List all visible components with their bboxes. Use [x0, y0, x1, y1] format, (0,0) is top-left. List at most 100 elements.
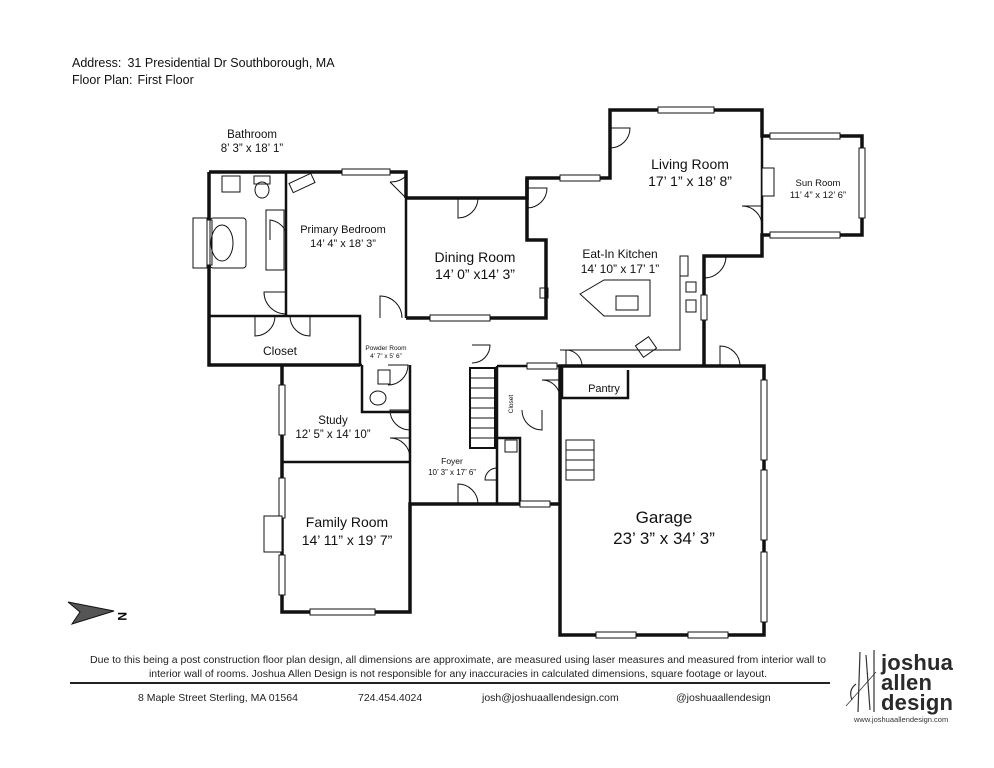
door-swing — [269, 219, 287, 240]
appliance — [504, 439, 518, 453]
powder-room-dims: 4’ 7” x 5’ 6” — [370, 353, 402, 360]
pantry-name: Pantry — [588, 383, 620, 395]
window — [278, 554, 286, 596]
kitchen-counter-line — [560, 256, 681, 351]
address-label: Address: — [72, 56, 122, 70]
closet-name: Closet — [263, 344, 298, 358]
family-room-dims: 14’ 11” x 19’ 7” — [302, 532, 393, 548]
garage-step-treads — [566, 449, 594, 471]
floor-plan-label: Floor Plan: — [72, 73, 133, 87]
logo-url: www.joshuaallendesign.com — [854, 715, 949, 724]
bathroom-dims: 8’ 3” x 18’ 1” — [221, 143, 284, 155]
window — [341, 168, 391, 176]
study-name: Study — [318, 415, 348, 427]
fireplace — [263, 515, 283, 553]
door-swing — [471, 344, 491, 364]
doors — [254, 127, 763, 505]
pantry-wall — [560, 366, 630, 400]
window — [858, 147, 866, 219]
door-swing — [484, 467, 498, 481]
logo-line-2: allen — [881, 670, 933, 695]
door-swing — [387, 364, 409, 386]
door-swing — [719, 345, 741, 367]
window — [595, 631, 637, 639]
window — [687, 631, 729, 639]
door-swing — [565, 349, 583, 367]
foyer-dims: 10’ 3” x 17’ 6” — [428, 468, 476, 477]
dining-room-dims: 14’ 0” x14’ 3” — [435, 266, 515, 282]
garage-wall — [558, 364, 766, 637]
toilet — [254, 181, 270, 199]
footer-phone: 724.454.4024 — [358, 692, 423, 704]
primary-bedroom-dims: 14’ 4” x 18’ 3” — [310, 238, 376, 250]
window — [760, 379, 768, 461]
powder-room-name: Powder Room — [365, 345, 406, 352]
bench — [288, 172, 316, 194]
windows — [192, 106, 866, 639]
vanity — [265, 209, 285, 271]
footer-divider — [70, 682, 830, 684]
door-swing — [741, 205, 763, 227]
door-swing — [263, 291, 287, 315]
door-swing — [254, 315, 276, 337]
window — [278, 384, 286, 436]
door-swing — [521, 409, 543, 431]
window — [309, 608, 376, 616]
window — [769, 231, 841, 239]
range — [634, 335, 658, 359]
dining-south-wall — [406, 178, 548, 320]
kitchen-dims: 14’ 10” x 17’ 1” — [581, 262, 660, 276]
kitchen-island — [579, 279, 651, 317]
bathtub-basin — [210, 224, 234, 262]
door-swing — [389, 175, 407, 199]
bedroom-top-wall — [209, 170, 408, 198]
door-swing — [379, 295, 403, 319]
primary-bedroom-name: Primary Bedroom — [300, 224, 386, 236]
toilet-tank — [253, 175, 271, 185]
door-swing — [457, 197, 479, 219]
window — [700, 294, 708, 321]
window — [559, 174, 601, 182]
counter — [679, 255, 689, 277]
family-room-wall — [280, 365, 560, 614]
room-labels: Bathroom 8’ 3” x 18’ 1” Primary Bedroom … — [221, 129, 846, 548]
door-swing — [389, 437, 411, 459]
footer-social: @joshuaallendesign — [676, 692, 771, 704]
garage-dims: 23’ 3” x 34’ 3” — [613, 529, 715, 548]
window — [657, 106, 715, 114]
sun-room-name: Sun Room — [796, 178, 841, 189]
door-swing — [541, 379, 561, 399]
interior-walls — [209, 136, 764, 504]
garage-name: Garage — [636, 508, 693, 527]
cooktop — [615, 295, 639, 311]
powder-room-wall — [360, 365, 410, 414]
living-room-name: Living Room — [651, 156, 729, 172]
fixtures — [209, 172, 697, 453]
door-swing — [457, 483, 479, 505]
window — [519, 500, 551, 508]
floor-plan-value: First Floor — [137, 73, 194, 87]
closet-top-wall — [209, 314, 362, 365]
dining-room-name: Dining Room — [435, 249, 516, 265]
study-dims: 12’ 5” x 14’ 10” — [295, 429, 370, 441]
appliance — [685, 281, 697, 293]
door-swing — [609, 127, 631, 149]
living-room-dims: 17’ 1” x 18’ 8” — [648, 173, 732, 189]
window — [760, 551, 768, 623]
north-arrow-icon: N — [67, 601, 129, 625]
toilet — [369, 390, 387, 406]
shower — [221, 175, 241, 193]
staircase — [469, 367, 595, 481]
address-value: 31 Presidential Dr Southborough, MA — [127, 56, 335, 70]
window — [429, 314, 491, 322]
address-line: Address: 31 Presidential Dr Southborough… — [72, 55, 335, 71]
foyer-name: Foyer — [441, 456, 463, 466]
window — [760, 469, 768, 541]
bathtub — [209, 217, 247, 269]
appliance — [539, 287, 549, 299]
hall-closet-name: Closet — [508, 395, 515, 414]
north-label: N — [115, 612, 129, 621]
logo-line-3: design — [881, 690, 954, 715]
door-swing — [289, 315, 311, 337]
